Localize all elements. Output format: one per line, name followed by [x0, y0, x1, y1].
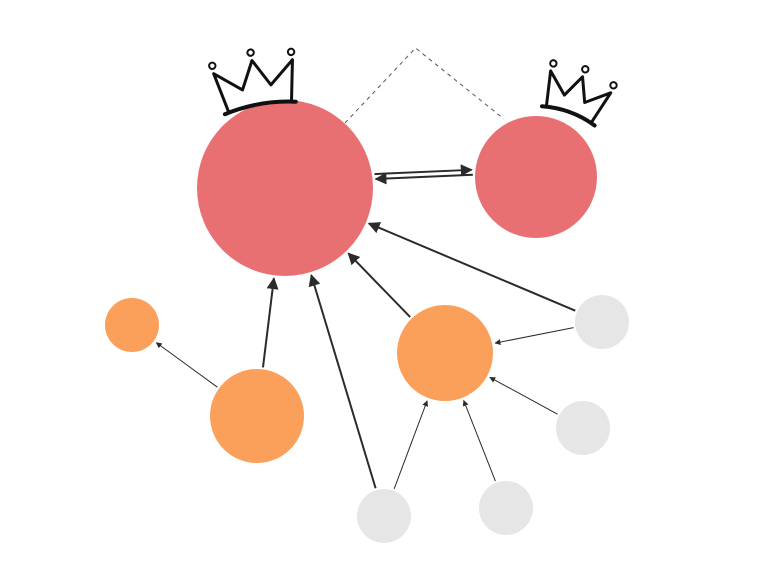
- edge-arrow-leader-b-to-leader-a: [374, 172, 473, 185]
- edge-layer: [155, 47, 576, 490]
- edge-arrow-minor-right-top-to-mid-right: [494, 327, 574, 346]
- node-minor-bottom-left: [357, 489, 411, 543]
- edge-arrow-minor-right-top-to-leader-a: [367, 222, 576, 312]
- node-leader-b: [475, 116, 597, 238]
- node-mid-left: [210, 369, 304, 463]
- dashed-link-edge: [344, 47, 505, 124]
- edge-arrow-minor-right-bottom-to-mid-right: [489, 376, 558, 415]
- node-minor-bottom-right: [479, 481, 533, 535]
- node-mid-right: [397, 305, 493, 401]
- node-minor-right-bottom: [556, 401, 610, 455]
- node-layer: [105, 100, 629, 543]
- edge-arrow-minor-bottom-left-to-leader-a: [308, 273, 377, 489]
- node-minor-right-top: [575, 295, 629, 349]
- edge-arrow-mid-right-to-leader-a: [347, 252, 411, 318]
- node-leader-a: [197, 100, 373, 276]
- crown-icon-leader-a: [208, 47, 298, 117]
- crown-layer: [208, 47, 618, 128]
- edge-arrow-leader-a-to-leader-b: [374, 164, 473, 177]
- node-mid-small: [105, 298, 159, 352]
- edge-arrow-minor-bottom-right-to-mid-right: [462, 399, 496, 482]
- crown-icon-leader-b: [540, 59, 618, 128]
- edge-arrow-minor-bottom-left-to-mid-right: [393, 400, 429, 490]
- edge-arrow-mid-left-to-mid-small: [155, 342, 218, 388]
- edge-arrow-mid-left-to-leader-a: [261, 277, 279, 368]
